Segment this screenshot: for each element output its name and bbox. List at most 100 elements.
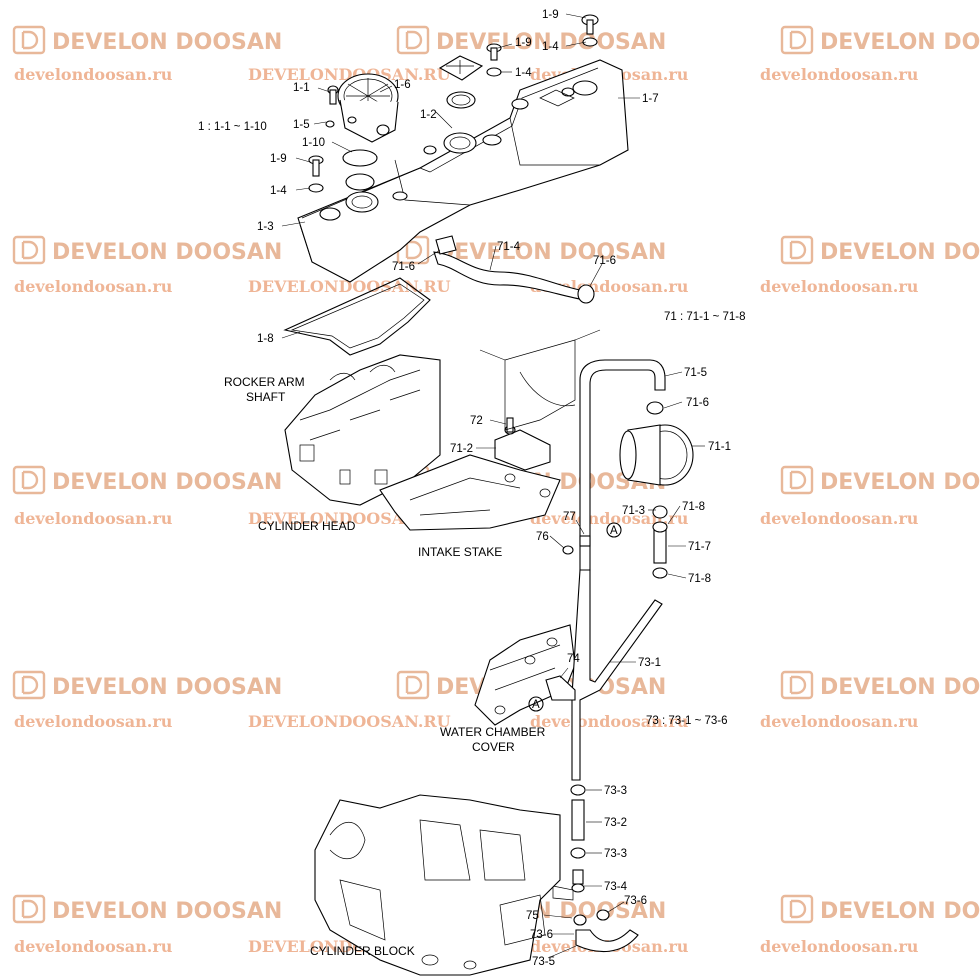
- svg-text:DEVELON DOOSAN: DEVELON DOOSAN: [52, 470, 282, 495]
- watermark-logo-tc: DEVELON DOOSAN: [396, 25, 666, 55]
- oil-cap: [438, 55, 484, 109]
- svg-text:DEVELON DOOSAN: DEVELON DOOSAN: [820, 470, 980, 495]
- ref-callout-a: A: [610, 525, 618, 537]
- pipe-73-1: [571, 569, 663, 781]
- watermark-logo-r5: DEVELON DOOSAN: [780, 894, 980, 924]
- label-73-2: 73-2: [604, 817, 627, 829]
- caption-cylinder-block: CYLINDER BLOCK: [310, 944, 415, 958]
- oil-separator-71-1: [619, 401, 694, 519]
- watermark-url: develondoosan.ru: [530, 509, 689, 528]
- watermark-url: DEVELONDOOSAN.RU: [248, 65, 451, 84]
- label-71-8: 71-8: [682, 501, 705, 513]
- watermark-url: develondoosan.ru: [530, 712, 689, 731]
- watermark-logo-l5: DEVELON DOOSAN: [12, 894, 282, 924]
- ref-callout-a: A: [532, 699, 540, 711]
- watermark-url: develondoosan.ru: [14, 65, 173, 84]
- watermark-logo-tl: DEVELON DOOSAN: [12, 25, 282, 55]
- label-1-8: 1-8: [257, 333, 274, 345]
- label-74: 74: [567, 653, 580, 665]
- label-1-3: 1-3: [257, 221, 274, 233]
- label-1-9: 1-9: [270, 153, 287, 165]
- label-1-9: 1-9: [515, 37, 532, 49]
- label-71-6: 71-6: [593, 255, 616, 267]
- svg-text:DEVELON DOOSAN: DEVELON DOOSAN: [52, 675, 282, 700]
- label-73-6: 73-6: [530, 929, 553, 941]
- label-73-1: 73-1: [638, 657, 661, 669]
- label-75: 75: [526, 910, 539, 922]
- pipe-71-5: [579, 359, 666, 571]
- label-71-4: 71-4: [497, 241, 521, 253]
- watermark-logo-tr: DEVELON DOOSAN: [780, 25, 980, 55]
- label-1-4: 1-4: [270, 185, 287, 197]
- svg-text:DEVELON DOOSAN: DEVELON DOOSAN: [820, 240, 980, 265]
- breather-1-6: [337, 73, 399, 143]
- part-labels: 1-9 1-4 1-9 1-4 1-1 1-6 1-5 1-2 1-7 1-10…: [198, 9, 746, 968]
- label-73-3: 73-3: [604, 848, 627, 860]
- label-71-6: 71-6: [686, 397, 709, 409]
- bolt-1-9-top: [325, 14, 599, 128]
- label-1-4: 1-4: [515, 67, 532, 79]
- watermark-url: develondoosan.ru: [760, 65, 919, 84]
- watermark-layer: DEVELON DOOSAN DEVELON DOOSAN DEVELON DO…: [12, 25, 980, 956]
- label-77: 77: [563, 511, 576, 523]
- svg-text:DEVELON DOOSAN: DEVELON DOOSAN: [820, 675, 980, 700]
- watermark-url: DEVELONDOOSAN.RU: [248, 712, 451, 731]
- hose-73-2: [571, 799, 585, 841]
- svg-text:DEVELON DOOSAN: DEVELON DOOSAN: [52, 30, 282, 55]
- caption-water-chamber: WATER CHAMBER: [440, 725, 546, 739]
- label-71-8: 71-8: [688, 573, 711, 585]
- label-73-6: 73-6: [624, 895, 647, 907]
- label-1-9: 1-9: [542, 9, 559, 21]
- watermark-url: develondoosan.ru: [760, 277, 919, 296]
- svg-text:DEVELON DOOSAN: DEVELON DOOSAN: [52, 240, 282, 265]
- label-71-1: 71-1: [708, 441, 731, 453]
- caption-cylinder-head: CYLINDER HEAD: [258, 519, 356, 533]
- watermark-url: develondoosan.ru: [14, 712, 173, 731]
- label-1-4: 1-4: [542, 41, 559, 53]
- label-1-10: 1-10: [302, 137, 325, 149]
- watermark-url: develondoosan.ru: [760, 937, 919, 956]
- group-label-73: 73 : 73-1 ~ 73-6: [646, 715, 728, 727]
- label-73-4: 73-4: [604, 881, 628, 893]
- hose-73-5: [575, 929, 639, 953]
- watermark-logo-ml: DEVELON DOOSAN: [12, 235, 282, 265]
- watermark-url: develondoosan.ru: [760, 712, 919, 731]
- watermark-logo-l4: DEVELON DOOSAN: [12, 670, 282, 700]
- label-1-1: 1-1: [293, 82, 310, 94]
- watermark-logo-r3: DEVELON DOOSAN: [780, 465, 980, 495]
- watermark-url: develondoosan.ru: [14, 509, 173, 528]
- svg-text:DEVELON DOOSAN: DEVELON DOOSAN: [436, 30, 666, 55]
- cylinder-block: [314, 794, 561, 976]
- water-chamber-cover: A: [474, 624, 576, 726]
- label-71-5: 71-5: [684, 367, 707, 379]
- svg-text:DEVELON DOOSAN: DEVELON DOOSAN: [52, 899, 282, 924]
- watermark-url: develondoosan.ru: [14, 277, 173, 296]
- label-71-7: 71-7: [688, 541, 711, 553]
- o-ring-1-10: [342, 149, 378, 167]
- label-76: 76: [536, 531, 549, 543]
- caption-rocker-arm: ROCKER ARM: [224, 375, 305, 389]
- label-73-3: 73-3: [604, 785, 627, 797]
- label-1-7: 1-7: [642, 93, 659, 105]
- watermark-logo-l3: DEVELON DOOSAN: [12, 465, 282, 495]
- caption-intake-stake: INTAKE STAKE: [418, 545, 502, 559]
- intake-stake: [379, 454, 561, 531]
- label-1-6: 1-6: [394, 79, 411, 91]
- gasket-1-8: [283, 277, 431, 356]
- group-label-1: 1 : 1-1 ~ 1-10: [198, 121, 267, 133]
- group-label-71: 71 : 71-1 ~ 71-8: [664, 311, 746, 323]
- assembly-captions: ROCKER ARM SHAFT CYLINDER HEAD INTAKE ST…: [224, 375, 546, 958]
- watermark-url: develondoosan.ru: [14, 937, 173, 956]
- label-72: 72: [470, 415, 483, 427]
- label-1-2: 1-2: [420, 109, 437, 121]
- label-1-5: 1-5: [293, 119, 310, 131]
- watermark-url: develondoosan.ru: [760, 509, 919, 528]
- caption-rocker-arm-shaft: SHAFT: [246, 390, 286, 404]
- rocker-cover-assembly: [283, 14, 629, 356]
- cylinder-head: [284, 354, 561, 531]
- bolt-1-9-left: [308, 155, 324, 193]
- breather-hose-group-71: A: [433, 235, 694, 579]
- breather-pipe-group-73: [545, 569, 663, 953]
- watermark-logo-mc: DEVELON DOOSAN: [396, 235, 666, 265]
- bracket-71-2: [494, 429, 551, 471]
